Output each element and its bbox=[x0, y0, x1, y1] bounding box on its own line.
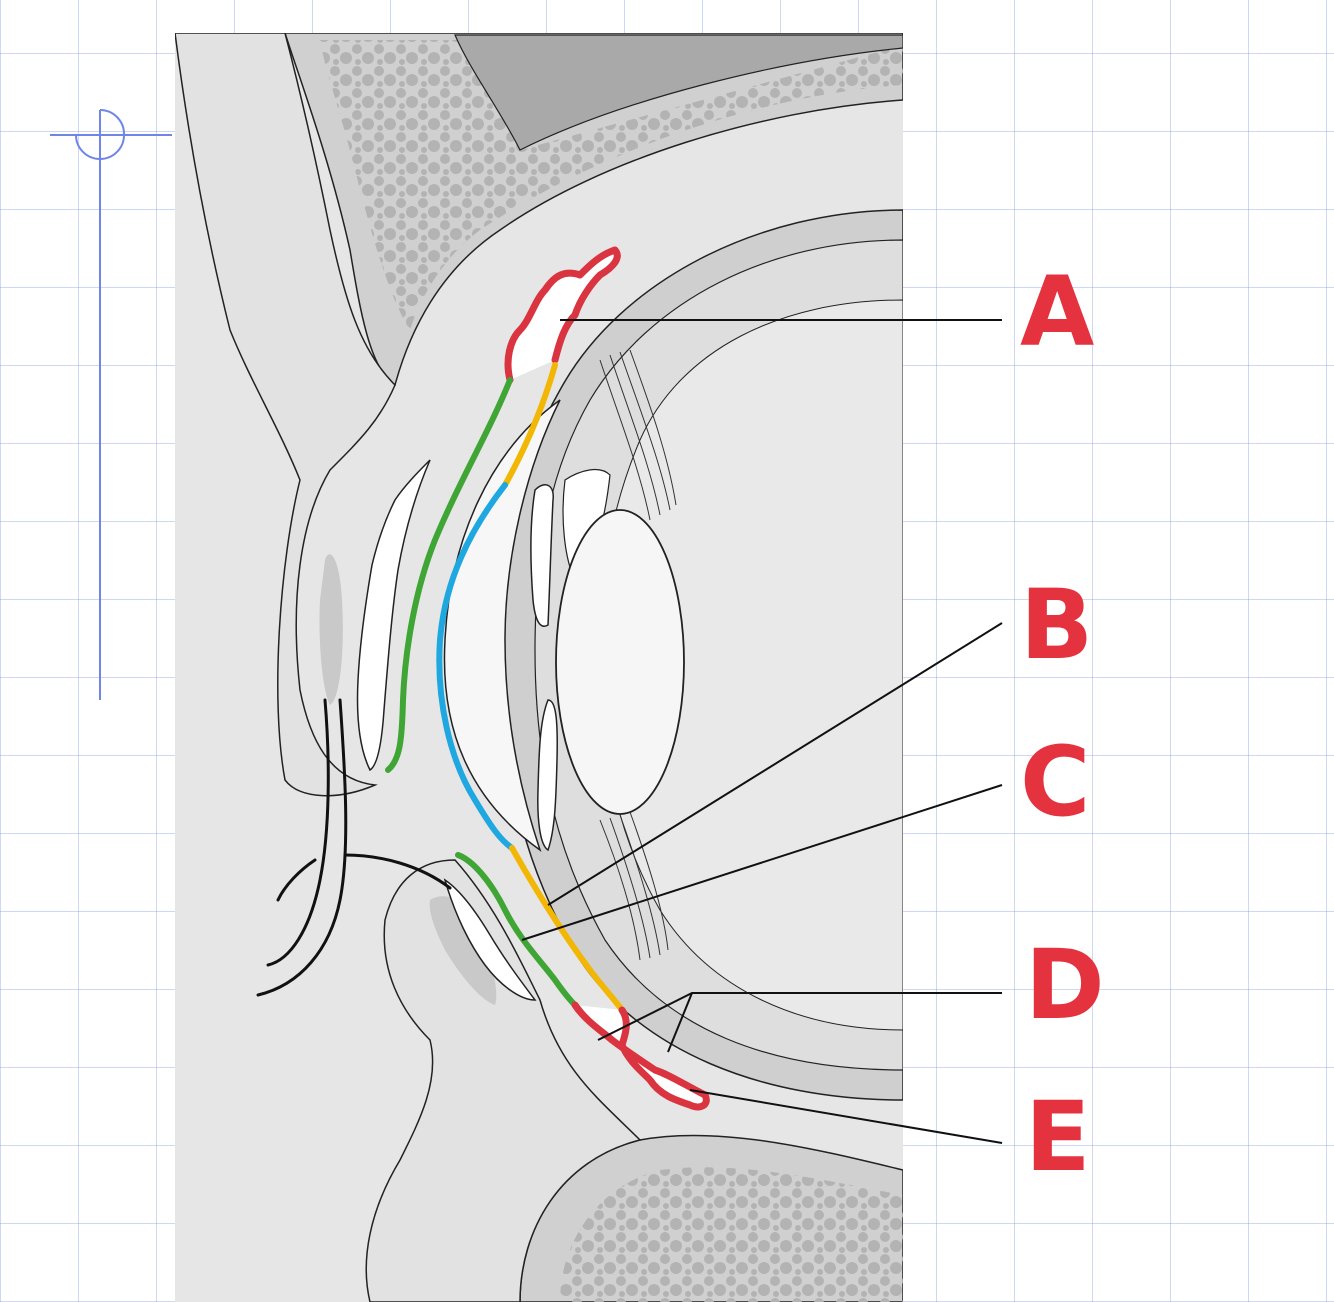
corneal-epithelium bbox=[436, 482, 515, 851]
iris-lower bbox=[537, 699, 558, 852]
upper-fornix-conjunctiva bbox=[504, 246, 621, 384]
lower-bone-marrow bbox=[560, 1167, 903, 1302]
upper-bone-marrow bbox=[320, 40, 903, 330]
upper-eyelid-skin bbox=[175, 33, 396, 797]
lower-bulbar-conjunctiva bbox=[509, 845, 625, 1013]
leader-e bbox=[689, 1089, 1003, 1144]
label-a: A bbox=[1020, 256, 1094, 368]
zonular-fibers bbox=[599, 349, 677, 961]
upper-meibomian-glands bbox=[356, 459, 431, 772]
cornea bbox=[443, 399, 561, 852]
lower-meibomian-glands bbox=[443, 878, 537, 1001]
lower-tarsal-plate bbox=[429, 896, 497, 1005]
iris-upper bbox=[530, 484, 554, 627]
upper-bulbar-conjunctiva bbox=[502, 362, 558, 488]
upper-palpebral-conjunctiva bbox=[385, 377, 513, 773]
label-d: D bbox=[1025, 929, 1105, 1041]
guide-crosshair bbox=[50, 108, 172, 700]
lower-eyelid-skin bbox=[365, 859, 642, 1302]
leader-b bbox=[547, 622, 1003, 906]
leader-c bbox=[521, 784, 1003, 941]
label-e: E bbox=[1025, 1081, 1091, 1193]
lower-fornix-conjunctiva bbox=[571, 1001, 710, 1111]
leader-d-branch bbox=[667, 992, 693, 1053]
eyelashes bbox=[256, 698, 452, 997]
maxillary-sinus bbox=[454, 34, 903, 151]
upper-tarsal-plate bbox=[319, 554, 343, 705]
label-c: C bbox=[1020, 726, 1090, 838]
lens bbox=[555, 509, 685, 815]
lower-palpebral-conjunctiva bbox=[455, 852, 578, 1008]
label-b: B bbox=[1020, 569, 1093, 681]
